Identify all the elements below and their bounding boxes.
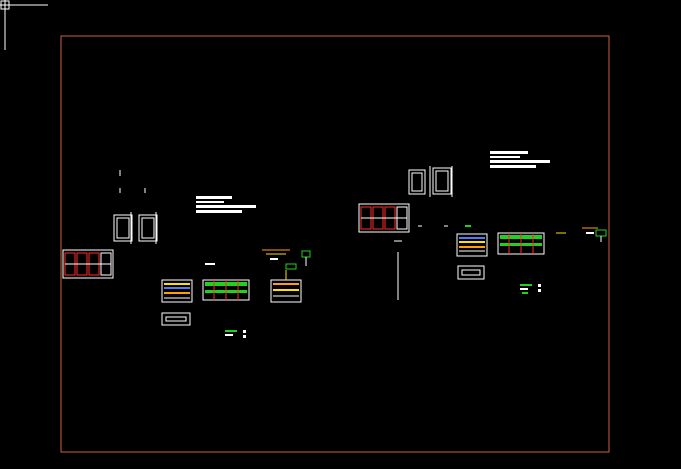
dimension-ticks-left [119, 170, 146, 193]
panel-plan-right-a[interactable] [456, 225, 488, 257]
panel-schematic-left-green[interactable] [202, 279, 250, 301]
switchgear-elevation-right[interactable] [358, 203, 410, 233]
panel-plan-left-a[interactable] [161, 279, 193, 303]
drawing-border-frame [60, 35, 610, 453]
legend-box-right [457, 265, 485, 280]
title-block-right [490, 151, 550, 168]
cabinet-elevation-right-pair[interactable] [408, 166, 453, 197]
legend-box-left-inner [165, 316, 187, 322]
dimension-ticks-right [394, 225, 448, 300]
note-mark-right [520, 284, 541, 294]
annotation-cluster-right [556, 227, 607, 242]
annotation-cluster-left [205, 249, 311, 270]
legend-box-right-inner [461, 269, 481, 276]
right-drawing-group[interactable] [358, 151, 607, 300]
panel-schematic-right-green[interactable] [497, 232, 545, 255]
cabinet-elevation-left-pair[interactable] [113, 212, 158, 244]
legend-box-left [161, 312, 191, 326]
title-block-left [196, 196, 256, 213]
left-drawing-group[interactable] [62, 170, 311, 338]
note-mark-left [225, 330, 246, 338]
crosshair-cursor-icon [0, 0, 48, 50]
switchgear-elevation-left[interactable] [62, 249, 114, 279]
panel-plan-left-b[interactable] [270, 270, 302, 303]
